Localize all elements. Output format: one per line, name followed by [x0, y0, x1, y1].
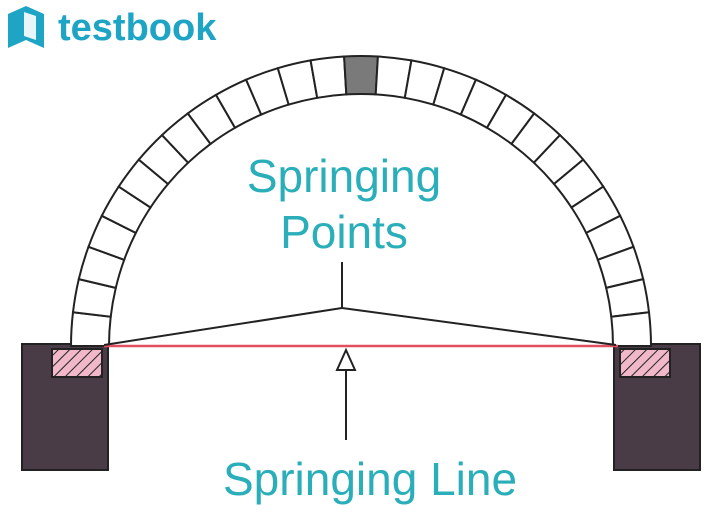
- left-pier: [21, 343, 109, 471]
- voussoir: [610, 311, 653, 347]
- arrow-head-icon: [335, 347, 357, 371]
- springing-points-label-line2: Points: [280, 206, 408, 258]
- left-skewback: [51, 348, 103, 378]
- right-pier: [613, 343, 701, 471]
- keystone: [343, 55, 379, 96]
- springing-points-label-line1: Springing: [247, 150, 441, 202]
- right-skewback: [619, 348, 671, 378]
- springing-points-pointer: [103, 262, 617, 346]
- springing-line-label: Springing Line: [223, 453, 517, 505]
- springing-line-arrow: [335, 347, 357, 440]
- voussoir: [69, 311, 112, 347]
- voussoir: [309, 55, 348, 99]
- testbook-logo: testbook: [8, 6, 217, 49]
- logo-text: testbook: [58, 7, 217, 49]
